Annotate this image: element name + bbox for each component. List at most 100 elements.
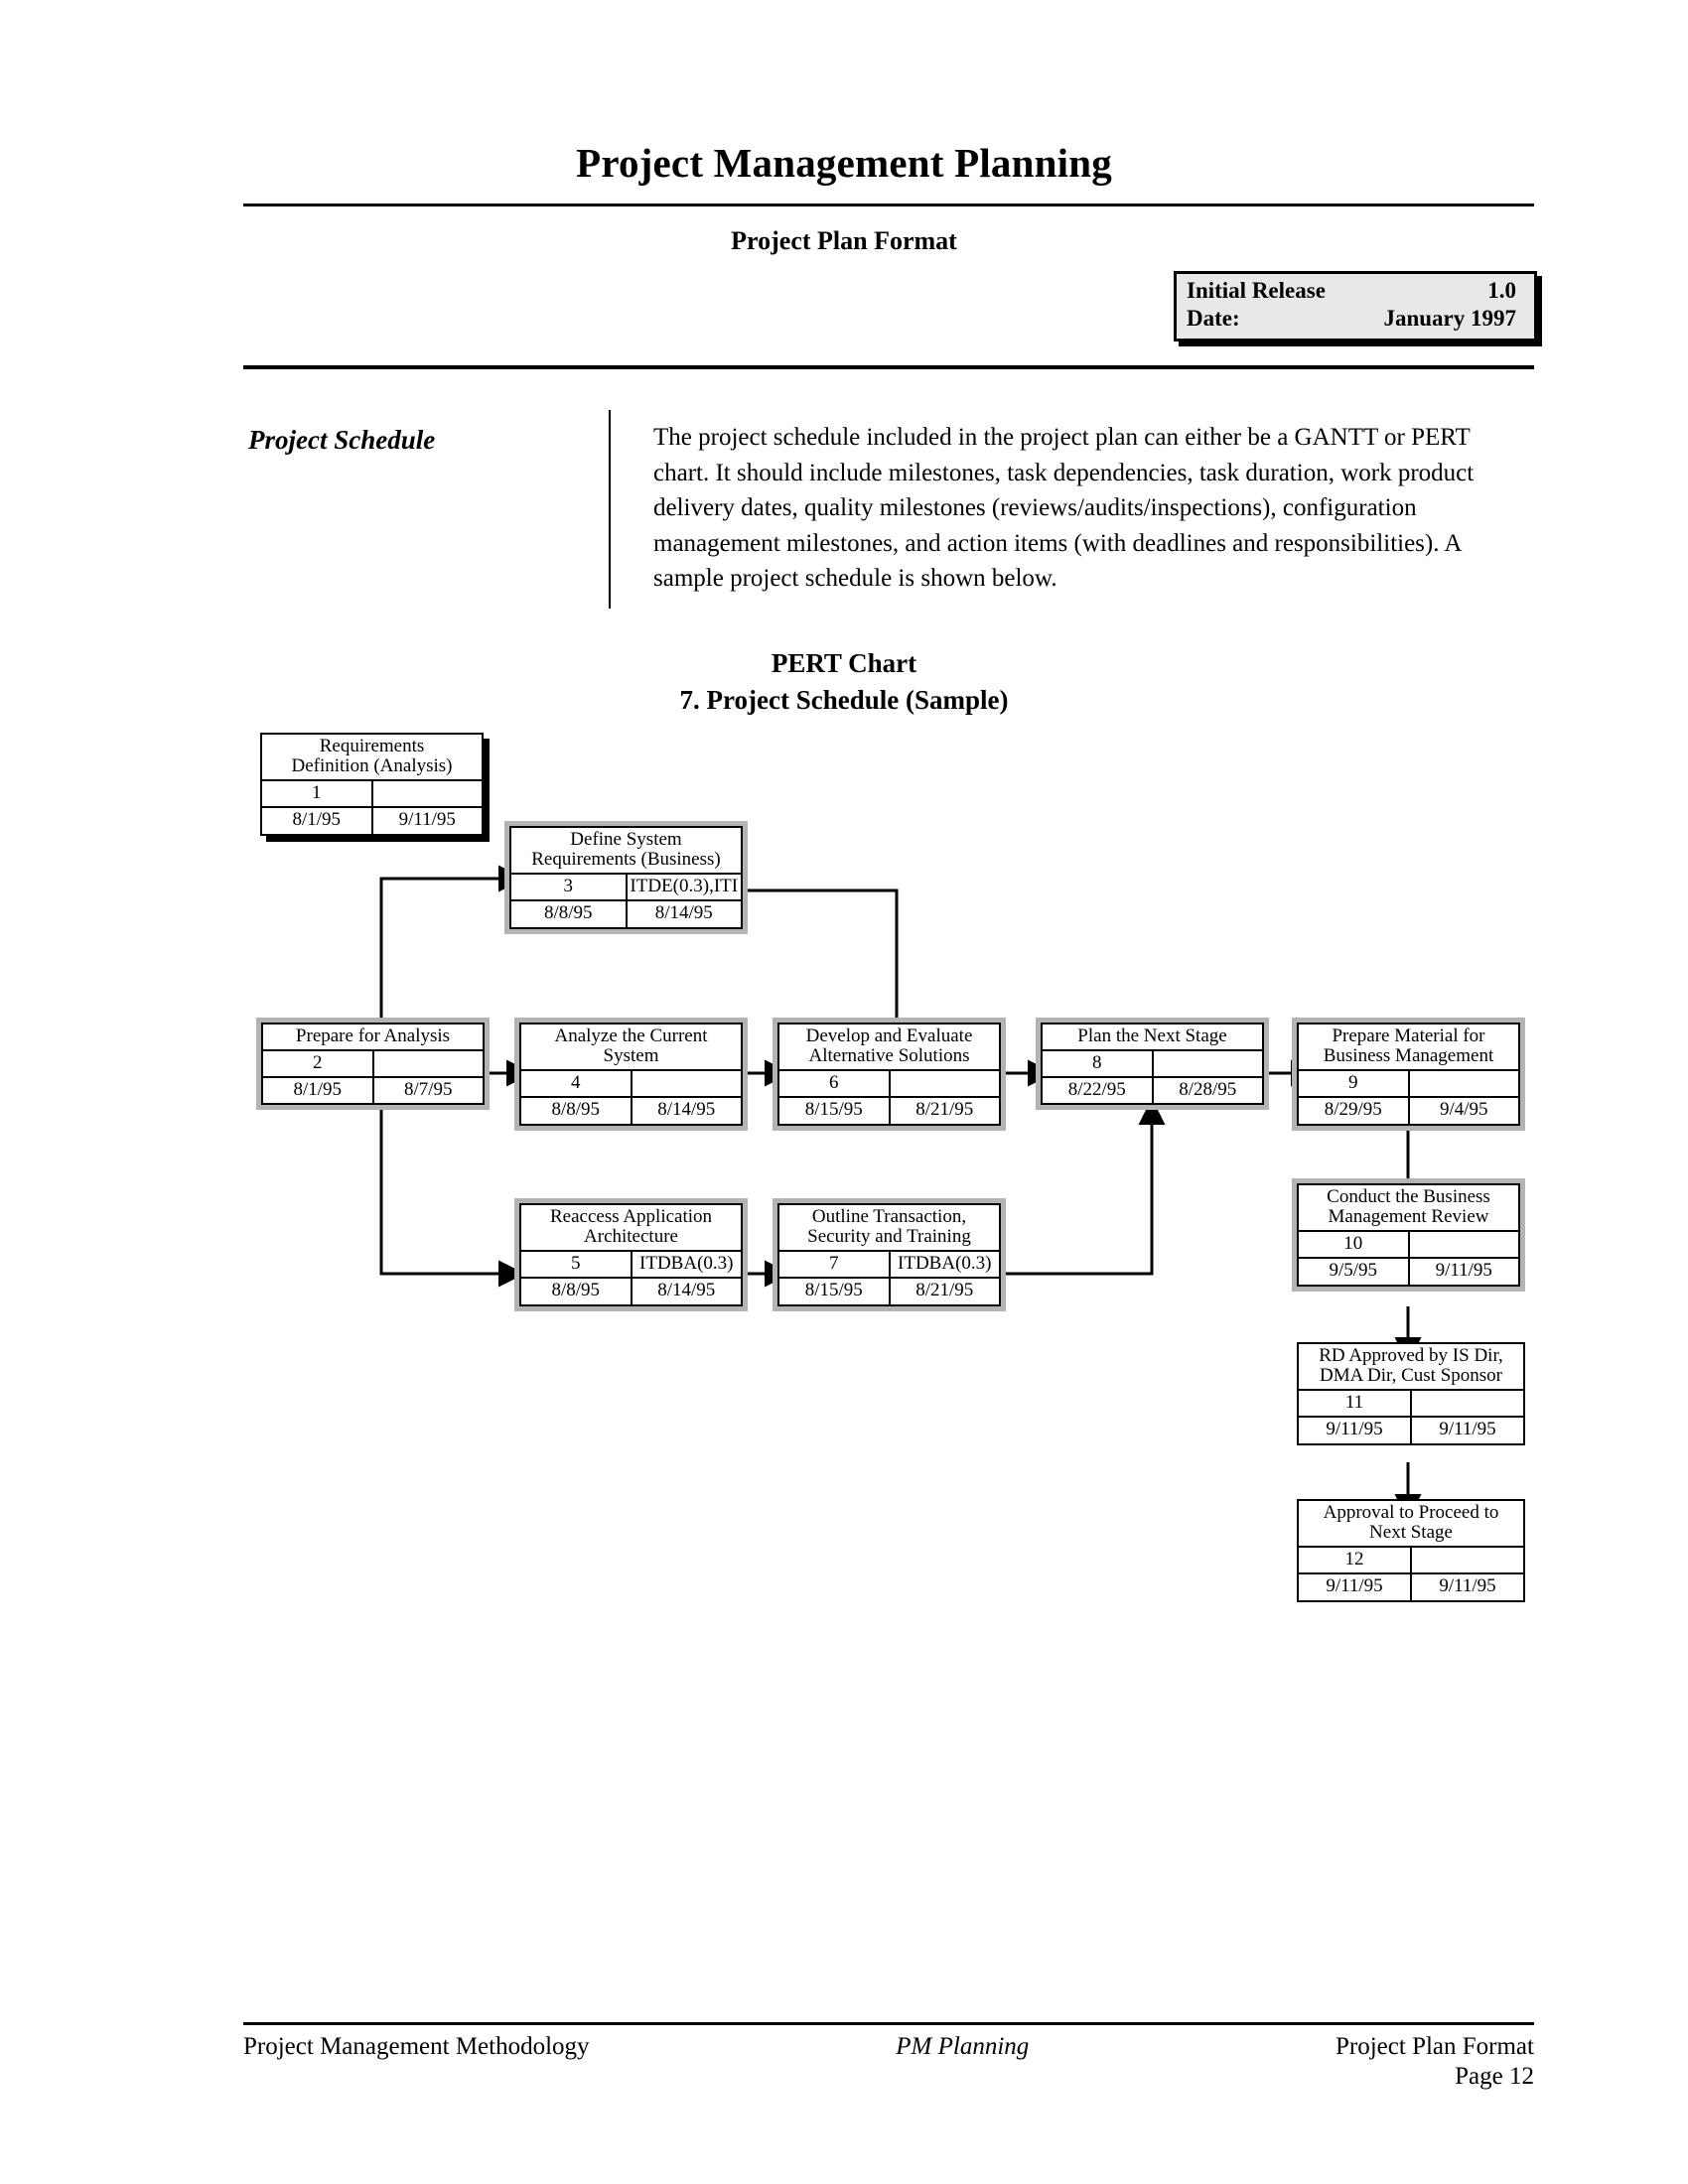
- pert-node-resource: [1410, 1232, 1519, 1257]
- title-divider: [243, 204, 1534, 206]
- chart-subtitle: 7. Project Schedule (Sample): [679, 685, 1009, 715]
- pert-node-11[interactable]: RD Approved by IS Dir, DMA Dir, Cust Spo…: [1297, 1342, 1525, 1445]
- pert-node-resource: ITDE(0.3),ITI: [630, 876, 739, 897]
- pert-node-9[interactable]: Prepare Material for Business Management…: [1297, 1023, 1520, 1126]
- pert-node-start: 9/11/95: [1299, 1574, 1412, 1600]
- pert-node-end: 9/11/95: [398, 809, 456, 831]
- pert-node-number: 11: [1299, 1391, 1412, 1417]
- pert-node-number: 6: [779, 1071, 891, 1097]
- pert-node-mid: 5 ITDBA(0.3): [521, 1252, 741, 1280]
- pert-node-number: 4: [521, 1071, 633, 1097]
- pert-node-start: 8/8/95: [521, 1098, 633, 1124]
- header-divider: [243, 365, 1534, 369]
- pert-node-end: 9/11/95: [1435, 1260, 1492, 1282]
- pert-node-number: 2: [263, 1051, 374, 1077]
- release-label: Initial Release: [1187, 278, 1326, 303]
- footer-row: Project Management Methodology PM Planni…: [243, 2033, 1534, 2061]
- body-vertical-divider: [609, 410, 611, 609]
- pert-node-number: 3: [511, 875, 628, 900]
- page-title: Project Management Planning: [576, 140, 1112, 186]
- pert-node-title: Requirements Definition (Analysis): [262, 735, 482, 782]
- pert-node-start: 8/1/95: [262, 808, 373, 834]
- pert-node-end: 8/21/95: [915, 1099, 974, 1121]
- pert-node-mid: 8: [1043, 1051, 1263, 1079]
- pert-node-title: Reaccess Application Architecture: [521, 1205, 741, 1253]
- pert-node-12[interactable]: Approval to Proceed to Next Stage 12 9/1…: [1297, 1499, 1525, 1602]
- pert-node-dates: 9/11/95 9/11/95: [1299, 1418, 1523, 1443]
- pert-node-start: 8/8/95: [511, 901, 628, 927]
- pert-node-title: Define System Requirements (Business): [511, 828, 741, 876]
- pert-node-start: 8/29/95: [1299, 1098, 1410, 1124]
- pert-node-end: 8/7/95: [403, 1079, 453, 1101]
- footer-page-number: Page 12: [1455, 2063, 1534, 2090]
- footer-center: PM Planning: [896, 2033, 1030, 2060]
- pert-node-number: 5: [521, 1252, 633, 1278]
- pert-node-title: Develop and Evaluate Alternative Solutio…: [779, 1024, 999, 1072]
- pert-node-mid: 3 ITDE(0.3),ITI: [511, 875, 741, 902]
- pert-node-mid: 11: [1299, 1391, 1523, 1419]
- pert-node-title: Analyze the Current System: [521, 1024, 741, 1072]
- pert-node-resource: [374, 1051, 484, 1076]
- footer-divider: [243, 2022, 1534, 2025]
- pert-node-1[interactable]: Requirements Definition (Analysis) 1 8/1…: [260, 733, 484, 836]
- pert-node-mid: 12: [1299, 1548, 1523, 1575]
- pert-node-6[interactable]: Develop and Evaluate Alternative Solutio…: [777, 1023, 1001, 1126]
- pert-node-mid: 7 ITDBA(0.3): [779, 1252, 999, 1280]
- pert-node-mid: 6: [779, 1071, 1000, 1099]
- pert-node-dates: 8/15/95 8/21/95: [779, 1098, 999, 1124]
- pert-node-number: 12: [1299, 1548, 1412, 1573]
- pert-node-resource: [1154, 1051, 1263, 1076]
- pert-node-dates: 8/29/95 9/4/95: [1299, 1098, 1518, 1124]
- pert-node-dates: 8/15/95 8/21/95: [779, 1279, 999, 1304]
- pert-node-end: 9/11/95: [1439, 1419, 1496, 1440]
- pert-node-number: 7: [779, 1252, 891, 1278]
- release-date-row: Date: January 1997: [1187, 305, 1524, 333]
- pert-node-start: 8/8/95: [521, 1279, 633, 1304]
- pert-node-3[interactable]: Define System Requirements (Business) 3 …: [509, 826, 743, 929]
- pert-node-mid: 1: [262, 781, 483, 809]
- pert-node-number: 9: [1299, 1071, 1410, 1097]
- pert-node-mid: 4: [521, 1071, 742, 1099]
- pert-node-mid: 2: [263, 1051, 484, 1079]
- section-label: Project Schedule: [248, 425, 436, 455]
- pert-node-end: 9/4/95: [1439, 1099, 1488, 1121]
- pert-node-resource: [633, 1071, 742, 1096]
- pert-node-number: 8: [1043, 1051, 1154, 1077]
- pert-node-title: Prepare Material for Business Management: [1299, 1024, 1518, 1072]
- footer-left: Project Management Methodology: [243, 2033, 590, 2060]
- pert-node-title: Approval to Proceed to Next Stage: [1299, 1501, 1523, 1549]
- pert-node-start: 8/15/95: [779, 1098, 891, 1124]
- pert-node-10[interactable]: Conduct the Business Management Review 1…: [1297, 1183, 1520, 1287]
- pert-node-title: Outline Transaction, Security and Traini…: [779, 1205, 999, 1253]
- pert-node-dates: 8/8/95 8/14/95: [511, 901, 741, 927]
- pert-node-dates: 8/1/95 9/11/95: [262, 808, 482, 834]
- pert-node-start: 9/11/95: [1299, 1418, 1412, 1443]
- pert-node-end: 8/21/95: [915, 1280, 974, 1301]
- pert-node-2[interactable]: Prepare for Analysis 2 8/1/95 8/7/95: [261, 1023, 485, 1106]
- pert-node-dates: 8/8/95 8/14/95: [521, 1279, 741, 1304]
- pert-node-resource: ITDBA(0.3): [639, 1253, 734, 1275]
- pert-node-end: 8/14/95: [657, 1280, 716, 1301]
- pert-node-end: 8/28/95: [1179, 1079, 1237, 1101]
- pert-node-resource: [373, 781, 483, 806]
- pert-node-start: 8/1/95: [263, 1078, 374, 1104]
- pert-node-end: 8/14/95: [654, 902, 713, 924]
- pert-node-dates: 9/11/95 9/11/95: [1299, 1574, 1523, 1600]
- pert-node-resource: [891, 1071, 1000, 1096]
- pert-node-resource: [1412, 1391, 1523, 1416]
- pert-node-4[interactable]: Analyze the Current System 4 8/8/95 8/14…: [519, 1023, 743, 1126]
- pert-node-5[interactable]: Reaccess Application Architecture 5 ITDB…: [519, 1203, 743, 1306]
- pert-node-title: RD Approved by IS Dir, DMA Dir, Cust Spo…: [1299, 1344, 1523, 1392]
- pert-node-dates: 8/1/95 8/7/95: [263, 1078, 483, 1104]
- release-date-value: January 1997: [1383, 306, 1516, 332]
- pert-node-7[interactable]: Outline Transaction, Security and Traini…: [777, 1203, 1001, 1306]
- section-paragraph: The project schedule included in the pro…: [653, 424, 1475, 592]
- footer-right: Project Plan Format: [1336, 2033, 1534, 2060]
- pert-node-dates: 9/5/95 9/11/95: [1299, 1259, 1518, 1285]
- pert-node-resource: [1412, 1548, 1523, 1572]
- pert-node-8[interactable]: Plan the Next Stage 8 8/22/95 8/28/95: [1041, 1023, 1264, 1106]
- pert-node-number: 10: [1299, 1232, 1410, 1258]
- pert-node-title: Conduct the Business Management Review: [1299, 1185, 1518, 1233]
- pert-node-number: 1: [262, 781, 373, 807]
- pert-node-resource: ITDBA(0.3): [898, 1253, 992, 1275]
